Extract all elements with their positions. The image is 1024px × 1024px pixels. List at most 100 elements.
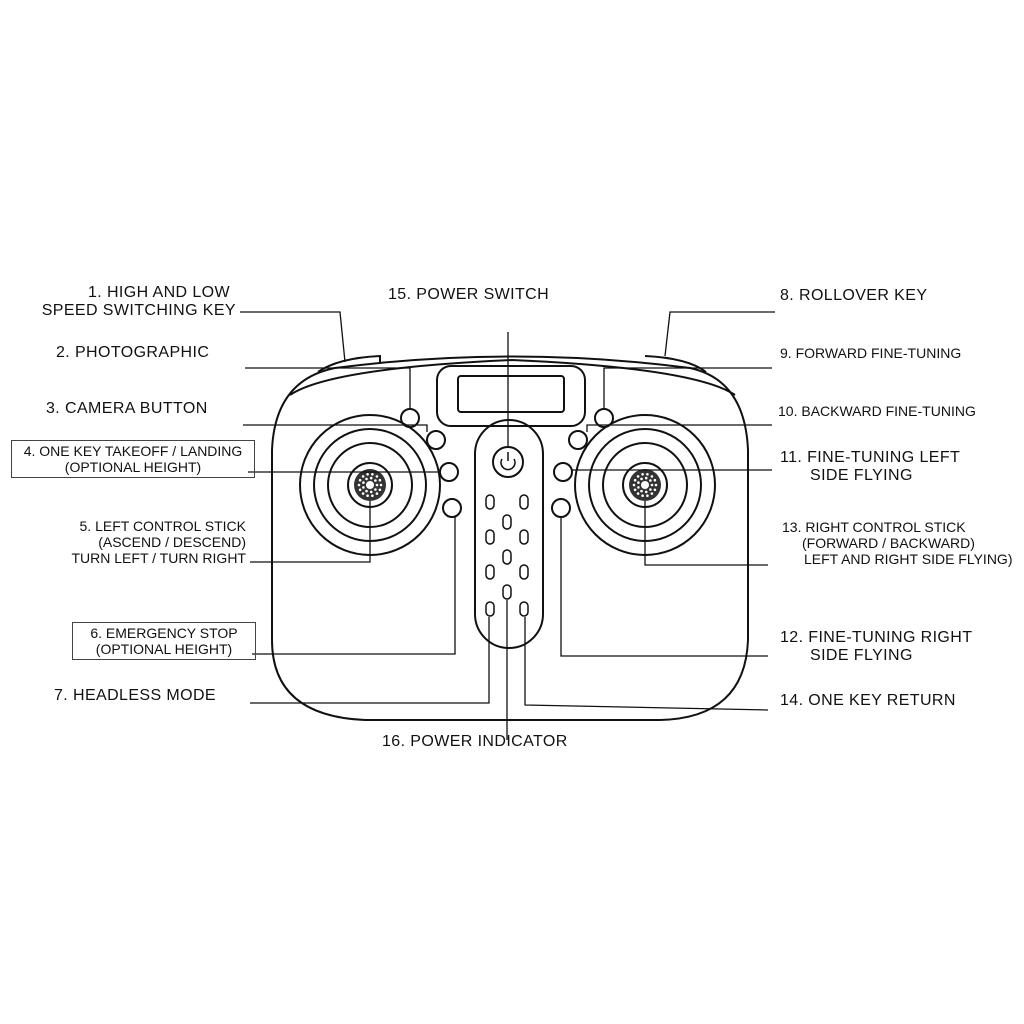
knob-dot (640, 477, 643, 481)
label-5-line-1: 5. LEFT CONTROL STICK (79, 518, 246, 534)
knob-dot (654, 483, 658, 487)
knob-dot (371, 494, 374, 498)
knob-dot (361, 492, 365, 495)
knob-dot (366, 494, 369, 498)
knob-dot (365, 489, 368, 493)
knob-dot (646, 494, 649, 498)
knob-dot (650, 475, 654, 478)
knob-dot (361, 475, 365, 478)
knob-dot (357, 483, 361, 487)
photographic-button (426, 430, 446, 450)
center-panel (474, 419, 544, 649)
label-9: 9. FORWARD FINE-TUNING (780, 345, 962, 361)
knob-dot (633, 488, 637, 492)
label-4: 4. ONE KEY TAKEOFF / LANDING (OPTIONAL H… (11, 440, 255, 478)
knob-dot (637, 481, 640, 484)
knob-dot (378, 478, 382, 482)
knob-dot (378, 488, 382, 492)
display-window-outer (436, 365, 586, 427)
label-8: 8. ROLLOVER KEY (780, 287, 928, 304)
knob-dot (362, 481, 365, 484)
label-1: 1. HIGH AND LOW SPEED SWITCHING KEY (6, 284, 236, 320)
left-trim-button (553, 462, 573, 482)
label-10: 10. BACKWARD FINE-TUNING (778, 403, 976, 419)
power-indicator-slots (485, 494, 529, 617)
knob-dot (362, 486, 365, 489)
label-3: 3. CAMERA BUTTON (46, 400, 208, 417)
knob-dot (375, 475, 379, 478)
label-13-line-1: 13. RIGHT CONTROL STICK (782, 519, 966, 535)
knob-dot (640, 489, 643, 493)
right-shoulder-key (644, 355, 707, 373)
display-window-inner (457, 375, 565, 413)
knob-dot (358, 488, 362, 492)
camera-button (400, 408, 420, 428)
right-trim-button (551, 498, 571, 518)
knob-dot (632, 483, 636, 487)
knob-dot (366, 473, 369, 476)
knob-dot (644, 476, 648, 480)
knob-dot (358, 478, 362, 482)
knob-dot (649, 479, 652, 482)
label-2: 2. PHOTOGRAPHIC (56, 344, 210, 361)
label-15: 15. POWER SWITCH (388, 286, 550, 303)
knob-dot (379, 483, 383, 487)
backward-trim-button (594, 408, 614, 428)
knob-dot (375, 483, 379, 487)
left-knob-texture (357, 473, 383, 498)
left-shoulder-key (317, 354, 381, 373)
controller-body (271, 355, 749, 721)
knob-dot (374, 488, 377, 491)
leader-lines (240, 311, 775, 740)
label-11-line-1: 11. FINE-TUNING LEFT (780, 449, 961, 466)
label-6-line-1: 6. EMERGENCY STOP (90, 625, 238, 641)
knob-dot (636, 492, 640, 495)
knob-dot (371, 473, 374, 476)
label-11-line-2: SIDE FLYING (810, 467, 913, 484)
knob-dot (646, 473, 649, 476)
knob-dot (653, 488, 657, 492)
label-14: 14. ONE KEY RETURN (780, 692, 956, 709)
knob-dot (369, 476, 373, 480)
knob-dot (644, 490, 648, 494)
knob-dot (365, 477, 368, 481)
knob-dot (369, 490, 373, 494)
label-7: 7. HEADLESS MODE (54, 687, 217, 704)
takeoff-landing-button (439, 462, 459, 482)
label-5: 5. LEFT CONTROL STICK (ASCEND / DESCEND)… (24, 518, 247, 566)
label-4-line-2: (OPTIONAL HEIGHT) (64, 459, 202, 475)
forward-trim-button (568, 430, 588, 450)
label-1-line-2: SPEED SWITCHING KEY (41, 302, 236, 319)
label-12-line-1: 12. FINE-TUNING RIGHT (780, 629, 973, 646)
label-16: 16. POWER INDICATOR (382, 733, 568, 750)
right-knob-texture (632, 473, 658, 498)
knob-dot (374, 479, 377, 482)
power-icon (500, 452, 516, 471)
label-12: 12. FINE-TUNING RIGHT SIDE FLYING (780, 629, 972, 665)
controller-top-bevel (289, 358, 736, 396)
knob-dot (375, 492, 379, 495)
power-switch-button (492, 446, 524, 478)
label-13-line-2: (FORWARD / BACKWARD) (802, 535, 975, 551)
knob-dot (637, 486, 640, 489)
knob-dot (650, 483, 654, 487)
knob-dot (636, 475, 640, 478)
label-4-line-1: 4. ONE KEY TAKEOFF / LANDING (23, 443, 243, 459)
label-12-line-2: SIDE FLYING (810, 647, 913, 664)
label-6: 6. EMERGENCY STOP (OPTIONAL HEIGHT) (72, 622, 256, 660)
emergency-stop-button (442, 498, 462, 518)
knob-dot (650, 492, 654, 495)
label-1-line-1: 1. HIGH AND LOW (87, 284, 230, 301)
knob-dot (653, 478, 657, 482)
label-13: 13. RIGHT CONTROL STICK (FORWARD / BACKW… (782, 519, 1012, 567)
knob-dot (641, 473, 644, 476)
knob-dot (633, 478, 637, 482)
label-6-line-2: (OPTIONAL HEIGHT) (95, 641, 233, 657)
label-13-line-3: LEFT AND RIGHT SIDE FLYING) (804, 551, 1013, 567)
label-5-line-2: (ASCEND / DESCEND) (98, 534, 246, 550)
label-11: 11. FINE-TUNING LEFT SIDE FLYING (780, 449, 960, 485)
knob-dot (649, 488, 652, 491)
label-5-line-3: TURN LEFT / TURN RIGHT (71, 550, 247, 566)
knob-dot (641, 494, 644, 498)
